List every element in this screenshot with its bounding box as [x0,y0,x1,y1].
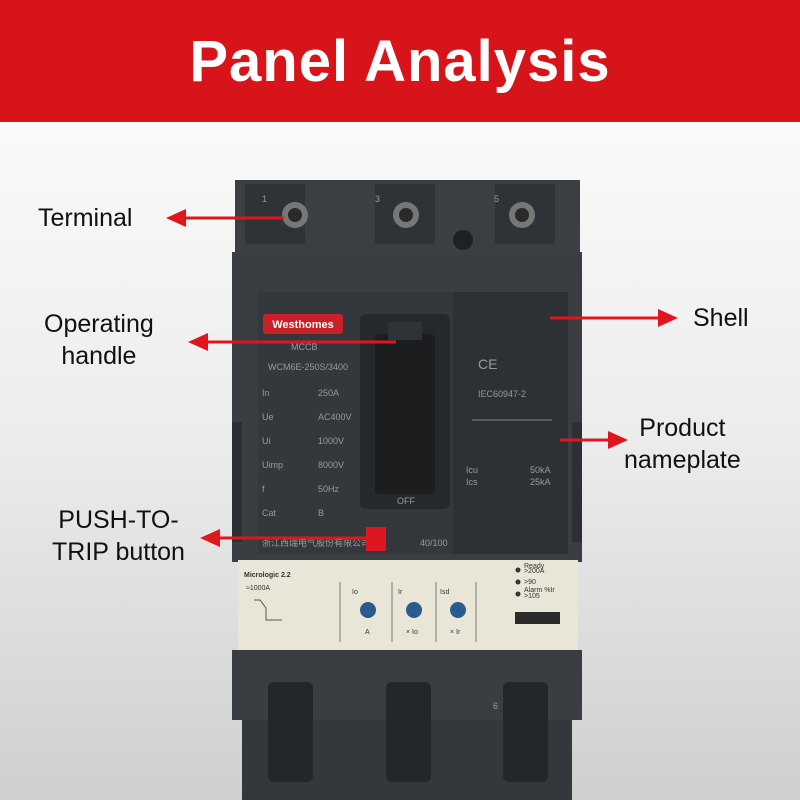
io-label: Io [352,589,358,596]
ir-label: Ir [398,589,403,596]
operating-handle-line-1: Operating [44,310,154,338]
status-105: >105 [524,593,540,600]
io-unit: A [365,629,370,636]
company-text: 浙江西瑞电气股份有限公司 [262,537,370,548]
push-to-trip-label: PUSH-TO- TRIP button [52,504,185,568]
bottom-terminal-number: 6 [493,701,498,711]
status-90: >90 [524,579,536,586]
product-nameplate-line-1: Product [639,414,726,442]
ce-mark: CE [478,356,497,372]
terminal-label: Terminal [38,204,133,232]
nameplate-value: 50Hz [318,484,340,494]
status-alarm-head: Alarm %Ir [524,587,555,594]
terminal-number-1: 1 [262,194,267,204]
brand-logo: Westhomes [272,319,334,331]
operating-handle-line-2: handle [61,342,137,370]
nameplate-key: Uimp [262,460,283,470]
ir-unit: × Io [406,629,418,636]
push-to-trip-line-2: TRIP button [52,538,185,566]
mccb-text: MCCB [291,342,318,352]
nameplate-key: In [262,388,270,398]
nameplate-value: B [318,508,324,518]
trip-unit-scale: ≈1000A [246,585,270,592]
trip-button-arrow-icon [200,529,368,547]
nameplate-value: 250A [318,388,339,398]
diagram-stage: 1 3 5 Westhomes MCCB WCM6E-250S/3400 In 2… [0,122,800,800]
model-text: WCM6E-250S/3400 [268,362,348,372]
product-nameplate-label: Product nameplate [624,412,741,476]
nameplate-value: 8000V [318,460,344,470]
nameplate-key: f [262,484,265,494]
ics-value: 25kA [530,477,551,487]
shell-arrow-icon [550,309,678,327]
nameplate-key: Ui [262,436,271,446]
isd-unit: × Ir [450,629,461,636]
off-text: OFF [397,496,415,506]
isd-label: Isd [440,589,449,596]
nameplate-arrow-icon [560,431,628,449]
shell-label: Shell [693,304,749,332]
nameplate-key: Ue [262,412,274,422]
operating-handle-label: Operating handle [44,308,154,372]
terminal-arrow-icon [166,209,284,227]
nameplate-value: AC400V [318,412,352,422]
standard-text: IEC60947-2 [478,389,526,399]
ics-label: Ics [466,477,478,487]
circuit-breaker-image: 1 3 5 Westhomes MCCB WCM6E-250S/3400 In 2… [232,180,582,800]
trip-unit-name: Micrologic 2.2 [244,572,291,579]
handle-arrow-icon [188,333,396,351]
terminal-number-3: 3 [375,194,380,204]
page-title: Panel Analysis [189,28,611,94]
frame-text: 40/100 [420,538,448,548]
title-banner: Panel Analysis [0,0,800,122]
nameplate-key: Cat [262,508,277,518]
icu-value: 50kA [530,465,551,475]
push-to-trip-line-1: PUSH-TO- [58,506,179,534]
terminal-number-5: 5 [494,194,499,204]
icu-label: Icu [466,465,478,475]
status-ready-head: Ready [524,563,545,570]
status-ready: >200A [524,568,545,575]
product-nameplate-line-2: nameplate [624,446,741,474]
nameplate-value: 1000V [318,436,344,446]
